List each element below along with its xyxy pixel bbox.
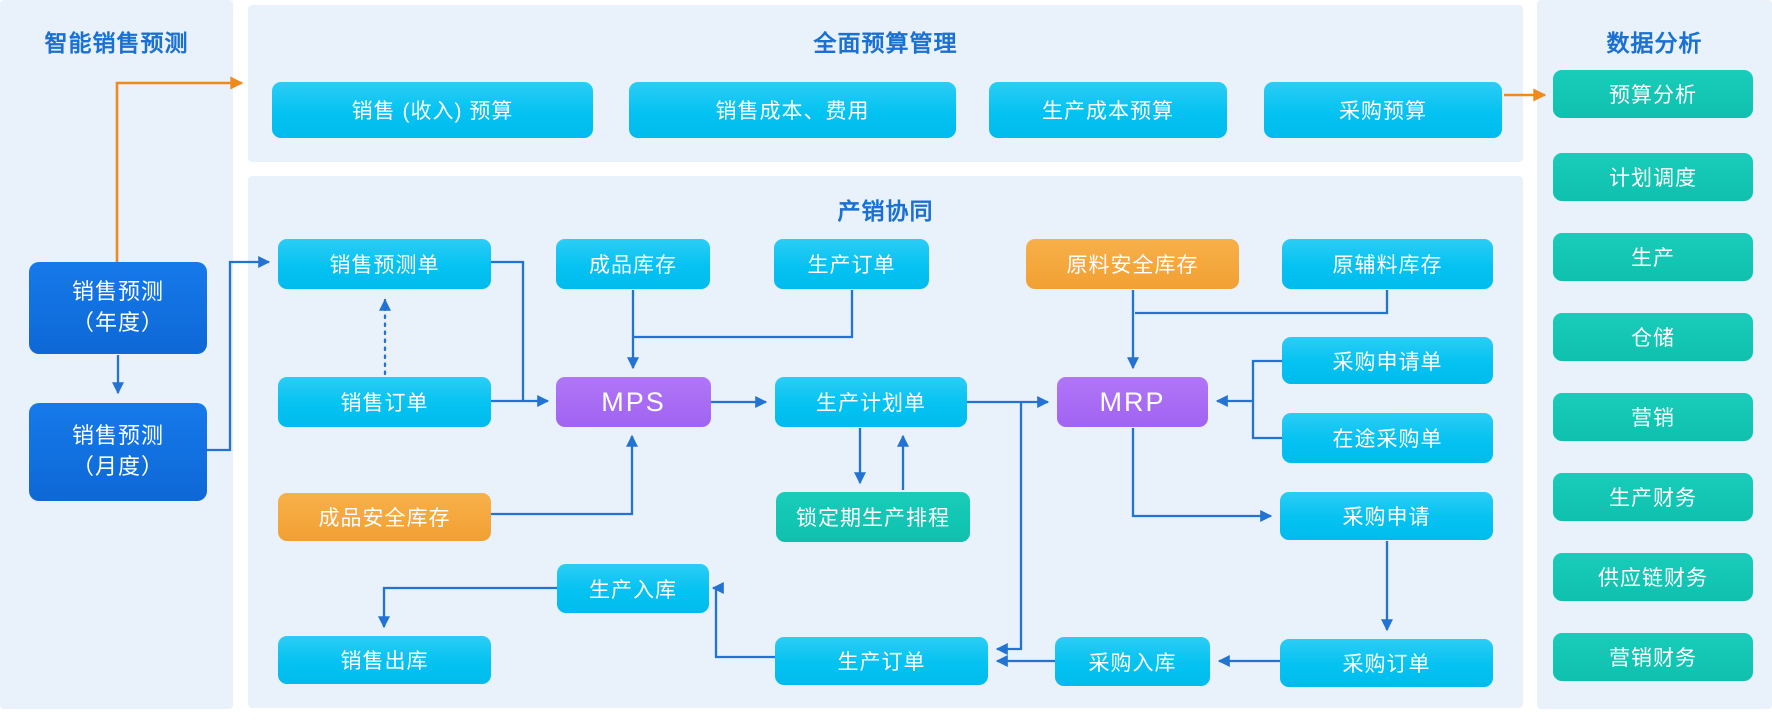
node-production-cost-budget: 生产成本预算 (989, 82, 1227, 138)
node-production-plan-order: 生产计划单 (775, 377, 967, 427)
node-in-transit-purchase-order: 在途采购单 (1282, 413, 1493, 463)
node-label-line2: （月度） (71, 454, 164, 479)
node-purchase-request-order: 采购申请单 (1282, 337, 1493, 384)
node-production-inbound: 生产入库 (557, 564, 709, 613)
node-locked-period-schedule: 锁定期生产排程 (776, 492, 970, 542)
node-sales-forecast-annual: 销售预测 （年度） (29, 262, 207, 354)
title-budget-management: 全面预算管理 (813, 30, 958, 56)
node-finished-goods-inventory: 成品库存 (556, 239, 710, 289)
node-label-line2: （年度） (71, 310, 164, 335)
node-sales-revenue-budget: 销售 (收入) 预算 (272, 82, 593, 138)
node-plan-scheduling: 计划调度 (1553, 153, 1753, 201)
node-production-finance: 生产财务 (1553, 473, 1753, 521)
blue-flow-arrows (112, 256, 1393, 667)
node-production: 生产 (1553, 233, 1753, 281)
node-purchase-request: 采购申请 (1280, 492, 1493, 540)
node-marketing: 营销 (1553, 393, 1753, 441)
title-intelligent-sales-forecast: 智能销售预测 (44, 30, 189, 56)
node-budget-analysis: 预算分析 (1553, 70, 1753, 118)
node-production-order-top: 生产订单 (774, 239, 929, 289)
node-supply-chain-finance: 供应链财务 (1553, 553, 1753, 601)
node-marketing-finance: 营销财务 (1553, 633, 1753, 681)
node-mps: MPS (556, 377, 711, 427)
node-sales-forecast-monthly: 销售预测 （月度） (29, 403, 207, 501)
node-mrp: MRP (1057, 377, 1208, 427)
node-raw-aux-material-inventory: 原辅料库存 (1282, 239, 1493, 289)
node-label-line1: 销售预测 (71, 279, 164, 305)
node-sales-outbound: 销售出库 (278, 636, 491, 684)
node-production-order-bottom: 生产订单 (775, 637, 988, 685)
node-raw-material-safety-stock: 原料安全库存 (1026, 239, 1239, 289)
orange-budget-arrows (115, 76, 1547, 263)
node-purchase-budget: 采购预算 (1264, 82, 1502, 138)
node-sales-forecast-order: 销售预测单 (278, 239, 491, 289)
node-label-line1: 销售预测 (71, 423, 164, 449)
node-purchase-order: 采购订单 (1280, 639, 1493, 687)
title-data-analysis: 数据分析 (1606, 30, 1703, 56)
node-finished-goods-safety-stock: 成品安全库存 (278, 493, 491, 541)
node-sales-cost-expense: 销售成本、费用 (629, 82, 956, 138)
node-purchase-inbound: 采购入库 (1055, 637, 1210, 686)
node-warehousing: 仓储 (1553, 313, 1753, 361)
title-production-sales-coordination: 产销协同 (837, 198, 934, 224)
node-sales-order: 销售订单 (278, 377, 491, 427)
